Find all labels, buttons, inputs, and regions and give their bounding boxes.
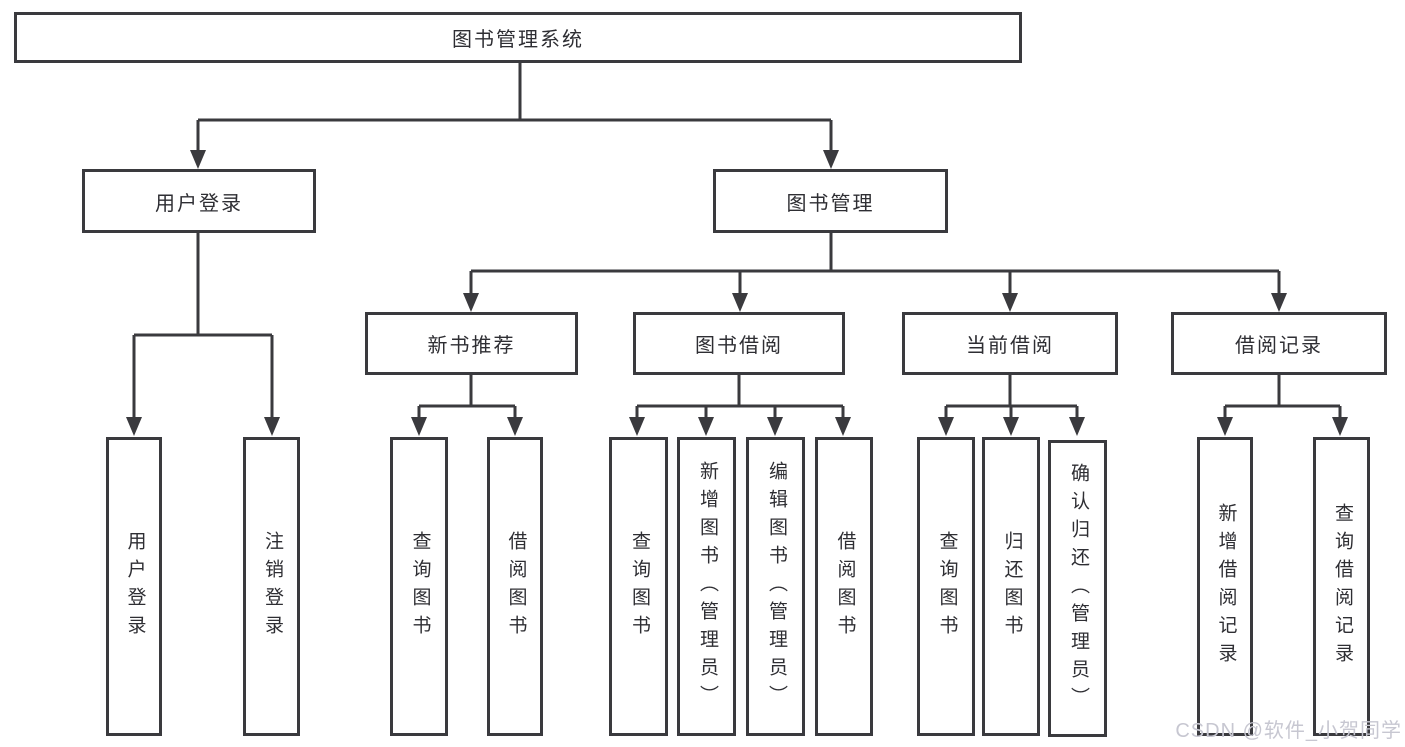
leaf-query-books-borrow: 查询图书 — [609, 437, 668, 736]
node-new-book-recommend: 新书推荐 — [365, 312, 578, 375]
node-library-system: 图书管理系统 — [14, 12, 1022, 63]
leaf-user-login: 用户登录 — [106, 437, 162, 736]
leaf-logout: 注销登录 — [243, 437, 300, 736]
leaf-borrow-books-recommend: 借阅图书 — [487, 437, 543, 736]
node-user-login: 用户登录 — [82, 169, 316, 233]
leaf-query-borrow-record: 查询借阅记录 — [1313, 437, 1370, 736]
leaf-confirm-return-admin: 确认归还（管理员） — [1048, 440, 1107, 737]
leaf-add-borrow-record: 新增借阅记录 — [1197, 437, 1253, 736]
leaf-add-book-admin: 新增图书（管理员） — [677, 437, 736, 736]
node-book-management: 图书管理 — [713, 169, 948, 233]
leaf-edit-book-admin: 编辑图书（管理员） — [746, 437, 805, 736]
leaf-query-books-current: 查询图书 — [917, 437, 975, 736]
leaf-query-books-recommend: 查询图书 — [390, 437, 448, 736]
node-borrow-records: 借阅记录 — [1171, 312, 1387, 375]
leaf-borrow-books: 借阅图书 — [815, 437, 873, 736]
leaf-return-book: 归还图书 — [982, 437, 1040, 736]
node-current-borrow: 当前借阅 — [902, 312, 1118, 375]
watermark-text: CSDN @软件_小贺同学 — [1175, 720, 1402, 742]
node-book-borrow: 图书借阅 — [633, 312, 845, 375]
